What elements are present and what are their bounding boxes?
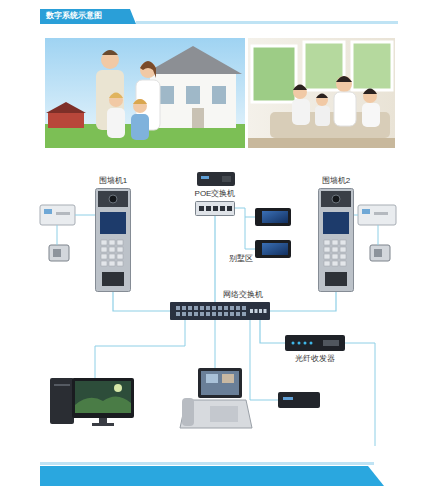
indoor-monitor bbox=[255, 208, 291, 258]
network-cable bbox=[260, 320, 285, 343]
family-photo bbox=[45, 38, 245, 148]
power-supply bbox=[197, 172, 235, 186]
device-outline bbox=[285, 335, 345, 351]
computer bbox=[50, 378, 134, 426]
network-cable bbox=[113, 292, 170, 311]
management-phone bbox=[180, 368, 252, 428]
footer-banner bbox=[40, 462, 384, 486]
device-label: 光纤收发器 bbox=[294, 354, 336, 364]
device-label: 围墙机2 bbox=[321, 176, 351, 186]
device-outline bbox=[318, 188, 354, 292]
device-outline bbox=[195, 201, 235, 216]
title-banner bbox=[40, 9, 398, 24]
door-device: 围墙机1 bbox=[95, 188, 131, 292]
area-label: 别墅区 bbox=[228, 254, 254, 264]
device-outline bbox=[170, 302, 270, 320]
network-cable bbox=[214, 216, 215, 302]
device-outline bbox=[95, 188, 131, 292]
diagram-title: 数字系统示意图 bbox=[46, 10, 102, 22]
fiber-device: 光纤收发器 bbox=[285, 335, 345, 351]
switch-device: 网络交换机 bbox=[170, 302, 270, 320]
device-label: 网络交换机 bbox=[222, 290, 264, 300]
poe-device: POE交换机 bbox=[195, 201, 235, 216]
network-cable bbox=[270, 292, 336, 311]
power-module bbox=[278, 392, 320, 408]
wire bbox=[57, 208, 378, 446]
device-label: 围墙机1 bbox=[98, 176, 128, 186]
door-device: 围墙机2 bbox=[318, 188, 354, 292]
living-room-photo bbox=[248, 38, 395, 148]
device-label: POE交换机 bbox=[194, 189, 237, 199]
